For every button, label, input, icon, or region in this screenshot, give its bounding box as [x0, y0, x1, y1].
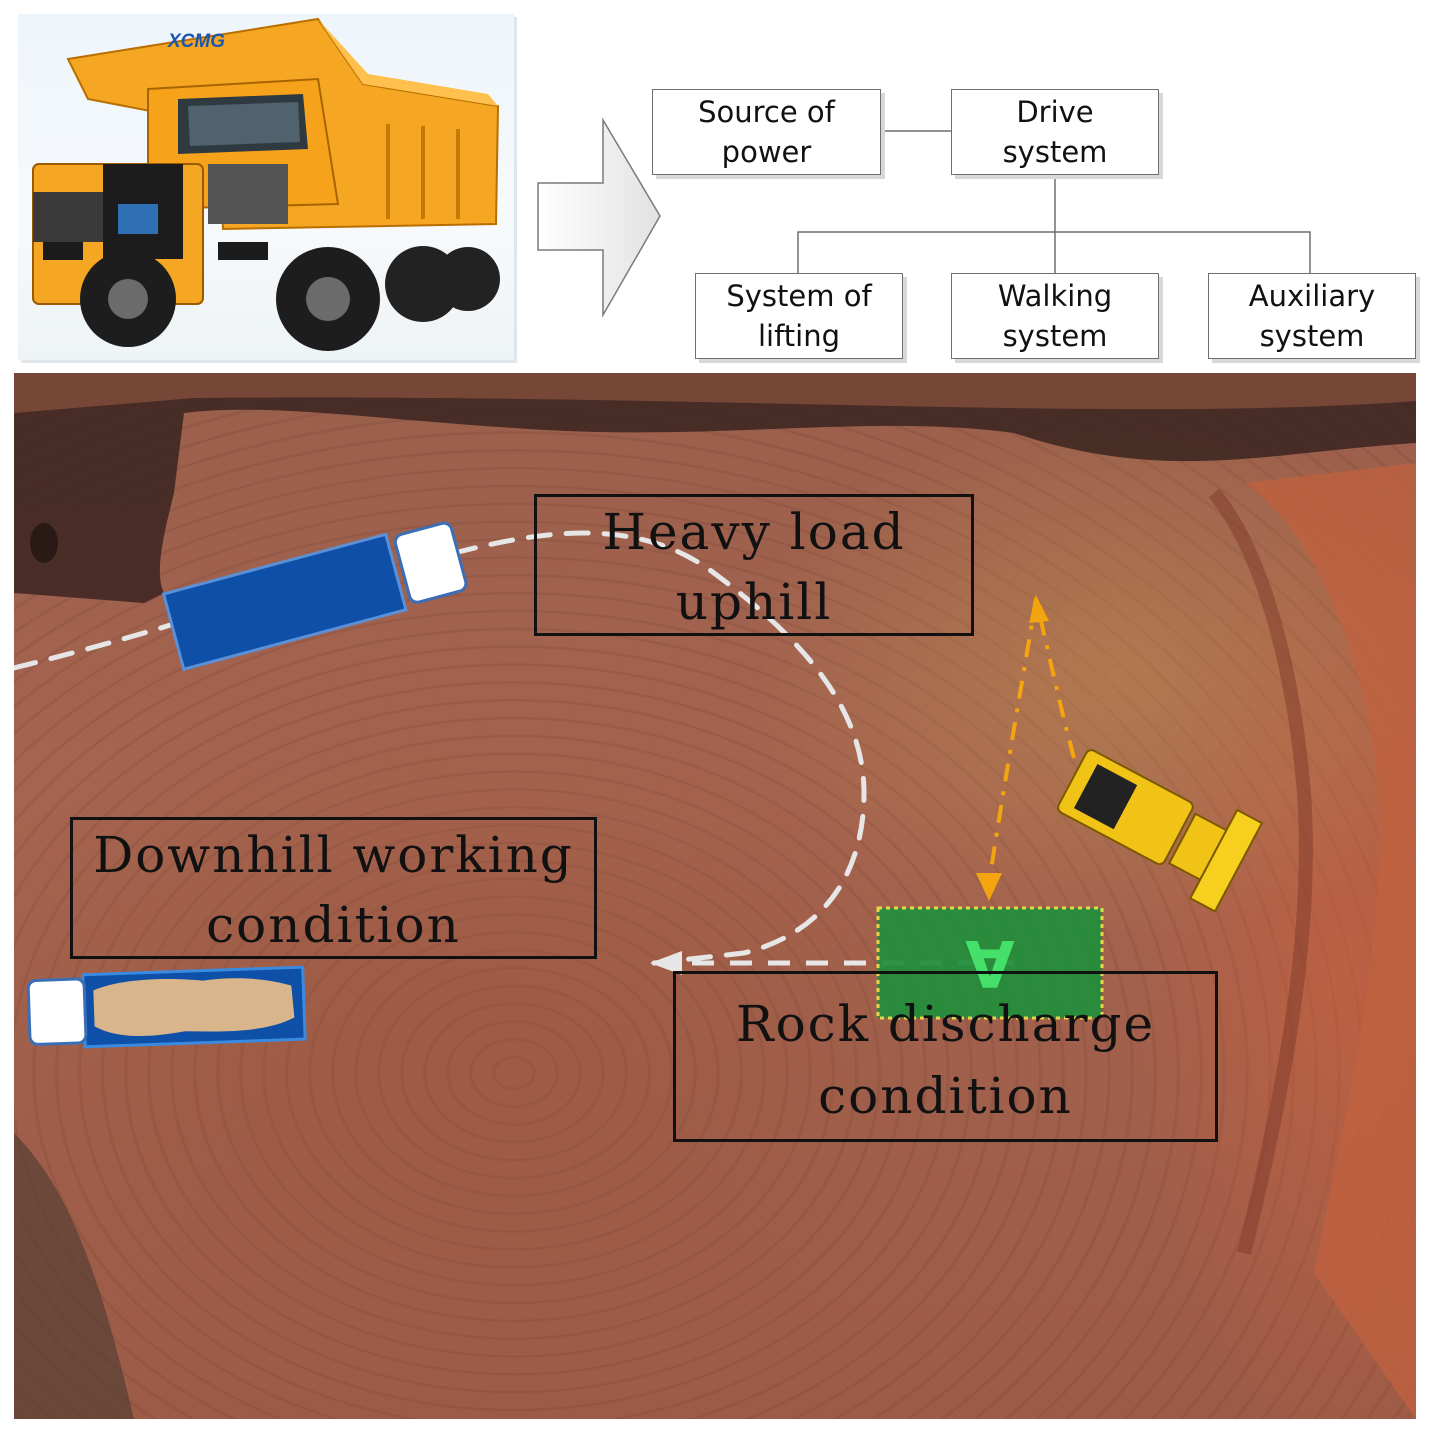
aerial-mine-scene: A — [14, 373, 1416, 1419]
box-walking-system-line2: system — [1002, 319, 1108, 353]
discharge-zone — [876, 906, 1104, 1020]
label-rock-discharge-condition: Rock discharge condition — [673, 971, 1218, 1142]
discharge-marker-icon: A — [965, 925, 1015, 999]
box-source-of-power: Source of power — [652, 89, 881, 175]
label-downhill-line1: Downhill working — [93, 826, 574, 884]
box-walking-system: Walking system — [951, 273, 1159, 359]
loaded-dump-truck-icon — [26, 965, 307, 1049]
wheel-loader-icon — [1057, 749, 1264, 913]
mining-truck-illustration: XCMG — [32, 17, 500, 351]
box-source-of-power-line2: power — [721, 135, 812, 169]
box-auxiliary-system-line1: Auxiliary — [1248, 279, 1376, 313]
truck-brand-logo: XCMG — [167, 31, 225, 52]
box-auxiliary-system-line2: system — [1259, 319, 1365, 353]
label-heavy-load-uphill: Heavy load uphill — [534, 494, 974, 636]
empty-dump-truck-icon — [161, 521, 468, 672]
box-drive-system-line2: system — [1002, 135, 1108, 169]
label-rock-discharge-line2: condition — [818, 1067, 1073, 1125]
box-drive-system-line1: Drive — [1016, 95, 1094, 129]
box-system-of-lifting: System of lifting — [695, 273, 903, 359]
label-downhill-working-condition: Downhill working condition — [70, 817, 597, 959]
box-source-of-power-line1: Source of — [698, 95, 835, 129]
label-rock-discharge-line1: Rock discharge — [735, 995, 1156, 1053]
box-system-of-lifting-line2: lifting — [757, 319, 841, 353]
box-auxiliary-system: Auxiliary system — [1208, 273, 1416, 359]
box-drive-system: Drive system — [951, 89, 1159, 175]
label-heavy-load-uphill-line2: uphill — [675, 573, 833, 631]
label-downhill-line2: condition — [206, 896, 461, 954]
box-walking-system-line1: Walking — [997, 279, 1113, 313]
mine-scene-graphics: A — [14, 373, 1416, 1419]
label-heavy-load-uphill-line1: Heavy load — [602, 503, 906, 561]
box-system-of-lifting-line1: System of — [726, 279, 872, 313]
truck-photo-panel: XCMG — [18, 14, 514, 360]
